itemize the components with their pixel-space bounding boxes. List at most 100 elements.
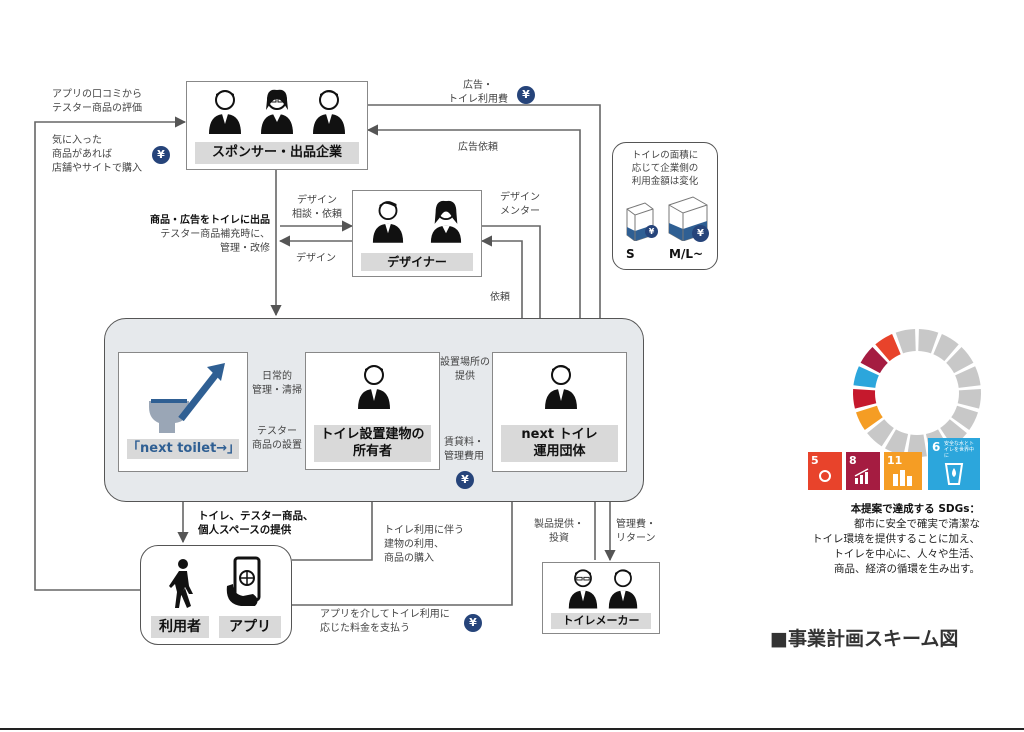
edge-label-rent-2: 管理費用 bbox=[444, 451, 484, 462]
operator-label-line1: next トイレ bbox=[521, 427, 598, 442]
edge-label-provide-2: 個人スペースの提供 bbox=[198, 524, 292, 536]
sdgs-desc-1: 都市に安全で確実で清潔な bbox=[854, 518, 980, 530]
sdgs-wheel-segment bbox=[853, 366, 879, 388]
person-glasses-icon bbox=[568, 569, 598, 609]
sdgs-goal-6-text: 安全な水とトイレを世界中に bbox=[944, 441, 975, 459]
edge-label-design-return: デザイン bbox=[296, 253, 336, 264]
edge-label-tester-2: 商品の設置 bbox=[252, 440, 302, 451]
edge-label-building-use-2: 建物の利用、 bbox=[384, 539, 444, 550]
edge-label-supply-1: 製品提供・ bbox=[534, 519, 584, 530]
sdgs-wheel-segment bbox=[907, 434, 927, 457]
sdgs-wheel-segment bbox=[884, 429, 909, 456]
edge-label-design-consult-2: 相談・依頼 bbox=[292, 209, 342, 220]
edge-label-review-1: アプリの口コミから bbox=[52, 89, 142, 100]
person-woman-icon bbox=[430, 200, 462, 243]
edge-label-pay-2: 応じた料金を支払う bbox=[320, 623, 410, 634]
person-suit-icon bbox=[545, 365, 577, 409]
edge-label-ad-fee-1: 広告・ bbox=[463, 80, 493, 91]
edge-label-exhibit-2: テスター商品補充時に、 bbox=[160, 229, 270, 240]
owner-label-line2: 所有者 bbox=[352, 444, 392, 459]
edge-label-ad-fee-2: トイレ利用費 bbox=[448, 94, 508, 105]
sdgs-goal-6-number: 6 bbox=[932, 440, 941, 454]
growth-chart-icon bbox=[854, 468, 869, 484]
edge-pay bbox=[292, 468, 518, 606]
size-note-text: トイレの面積に 応じて企業側の 利用金額は変化 bbox=[619, 149, 711, 188]
edge-label-buy-2: 商品があれば bbox=[52, 149, 112, 160]
sdgs-wheel-segment bbox=[918, 329, 939, 354]
sdgs-title: 本提案で達成する SDGs： bbox=[850, 503, 980, 515]
sdgs-wheel-segment bbox=[946, 347, 974, 374]
edge-label-buy: 気に入った 商品があれば 店舗やサイトで購入 bbox=[52, 134, 142, 176]
designer-node: デザイナー bbox=[352, 190, 482, 277]
edge-label-supply: 製品提供・ 投資 bbox=[534, 518, 584, 546]
sdgs-goal-11: 11 bbox=[884, 452, 922, 490]
sdgs-goal-8: 8 bbox=[846, 452, 880, 490]
edge-label-supply-2: 投資 bbox=[549, 533, 569, 544]
edge-label-exhibit: 商品・広告をトイレに出品 テスター商品補充時に、 管理・改修 bbox=[136, 214, 270, 256]
edge-label-building-use-3: 商品の購入 bbox=[384, 553, 434, 564]
sdgs-wheel-segment bbox=[951, 405, 978, 431]
sdgs-wheel-segment bbox=[895, 329, 916, 354]
person-icon bbox=[209, 90, 241, 134]
yen-icon: ¥ bbox=[152, 146, 170, 164]
edge-label-site-1: 設置場所の bbox=[440, 357, 490, 368]
edge-request bbox=[480, 235, 523, 352]
sdgs-wheel-segment bbox=[860, 347, 888, 374]
size-large-label: M/L~ bbox=[669, 247, 704, 261]
edge-label-daily-1: 日常的 bbox=[262, 371, 292, 382]
toilet-growth-icon bbox=[149, 363, 225, 433]
yen-icon: ¥ bbox=[456, 471, 474, 489]
sdgs-goal-6: 6 安全な水とトイレを世界中に bbox=[928, 438, 980, 490]
edge-label-exhibit-bold: 商品・広告をトイレに出品 bbox=[150, 215, 270, 226]
user-label: 利用者 bbox=[151, 616, 209, 638]
sdgs-desc-4: 商品、経済の循環を生み出す。 bbox=[834, 563, 980, 575]
edge-label-provide-1: トイレ、テスター商品、 bbox=[198, 510, 314, 522]
owner-node: トイレ設置建物の 所有者 bbox=[305, 352, 440, 470]
edge-label-ad-request: 広告依頼 bbox=[458, 142, 498, 153]
edge-label-request: 依頼 bbox=[490, 292, 510, 303]
toilet-product-node: 「next toilet→」 bbox=[118, 352, 248, 472]
edge-label-design-consult: デザイン 相談・依頼 bbox=[292, 194, 342, 222]
gender-icon bbox=[819, 470, 831, 482]
toilet-product-label: 「next toilet→」 bbox=[127, 439, 240, 459]
smartphone-icon bbox=[226, 556, 261, 606]
page-title: ■事業計画スキーム図 bbox=[770, 628, 959, 650]
edge-label-fee-return-2: リターン bbox=[616, 533, 656, 544]
sponsor-node: スポンサー・出品企業 bbox=[186, 81, 368, 170]
edge-label-fee-return: 管理費・ リターン bbox=[616, 518, 656, 546]
edge-label-tester: テスター 商品の設置 bbox=[252, 425, 302, 453]
designer-label: デザイナー bbox=[361, 253, 473, 271]
yen-icon: ¥ bbox=[464, 614, 482, 632]
sdgs-wheel-segment bbox=[955, 366, 981, 388]
edge-label-site: 設置場所の 提供 bbox=[440, 356, 490, 384]
sdgs-wheel-segment bbox=[875, 334, 901, 362]
sdgs-goal-8-number: 8 bbox=[849, 454, 857, 467]
edge-label-tester-1: テスター bbox=[257, 426, 297, 437]
water-glass-icon bbox=[944, 463, 964, 485]
city-icon bbox=[893, 470, 912, 486]
app-label: アプリ bbox=[219, 616, 281, 638]
edge-label-design-mentor-2: メンター bbox=[500, 206, 540, 217]
edge-label-design-consult-1: デザイン bbox=[297, 195, 337, 206]
maker-label: トイレメーカー bbox=[551, 613, 651, 629]
yen-icon: ¥ bbox=[517, 86, 535, 104]
owner-label-line1: トイレ設置建物の bbox=[320, 427, 425, 442]
yen-icon: ¥ bbox=[692, 225, 709, 242]
sponsor-label: スポンサー・出品企業 bbox=[195, 142, 359, 164]
operator-label-line2: 運用団体 bbox=[533, 444, 586, 459]
edge-label-building-use-1: トイレ利用に伴う bbox=[384, 525, 464, 536]
edge-label-buy-3: 店舗やサイトで購入 bbox=[52, 163, 142, 174]
sdgs-goal-11-number: 11 bbox=[887, 454, 903, 467]
edge-review bbox=[34, 116, 187, 591]
edge-label-site-2: 提供 bbox=[455, 371, 475, 382]
edge-design-mentor bbox=[482, 225, 546, 354]
edge-label-fee-return-1: 管理費・ bbox=[616, 519, 656, 530]
sdgs-desc-2: トイレ環境を提供することに加え、 bbox=[812, 533, 980, 545]
sdgs-wheel bbox=[852, 329, 982, 457]
yen-icon: ¥ bbox=[645, 225, 658, 238]
sdgs-description: 本提案で達成する SDGs： 都市に安全で確実で清潔な トイレ環境を提供すること… bbox=[780, 502, 980, 577]
size-note-line1: トイレの面積に bbox=[631, 150, 699, 161]
sdgs-desc-3: トイレを中心に、人々や生活、 bbox=[833, 548, 980, 560]
edge-label-rent: 賃貸料・ 管理費用 bbox=[444, 436, 484, 464]
edge-label-design-mentor: デザイン メンター bbox=[500, 191, 540, 219]
